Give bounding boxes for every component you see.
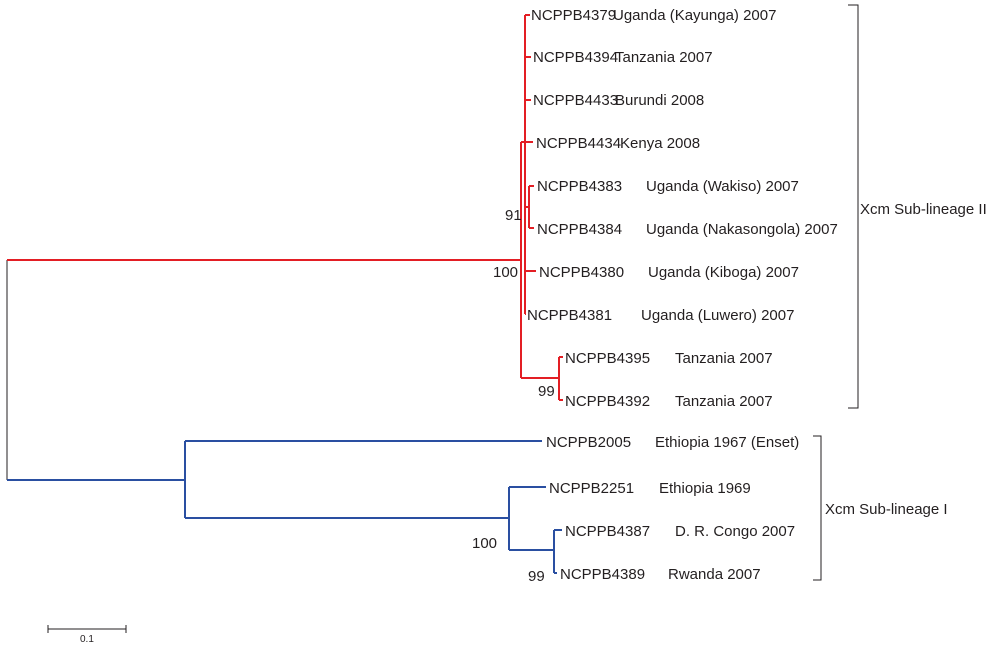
tip-label: NCPPB4379Uganda (Kayunga) 2007 — [531, 7, 776, 24]
clade-brackets: Xcm Sub-lineage II Xcm Sub-lineage I — [813, 4, 987, 581]
tip-label: NCPPB4394Tanzania 2007 — [533, 49, 713, 66]
clade-label-sublineage-i: Xcm Sub-lineage I — [825, 501, 948, 518]
bracket-sublineage-ii — [848, 4, 859, 409]
root-branches — [6, 259, 521, 481]
bracket-sublineage-i — [813, 435, 822, 581]
support-value: 100 — [472, 535, 497, 552]
tip-labels: NCPPB4379Uganda (Kayunga) 2007 NCPPB4394… — [527, 7, 838, 583]
support-value: 99 — [538, 383, 555, 400]
support-values: 91 100 99 100 99 — [472, 207, 555, 585]
clade-sublineage-i — [184, 440, 562, 574]
clade-sublineage-ii — [520, 14, 563, 401]
clade-label-sublineage-ii: Xcm Sub-lineage II — [860, 201, 987, 218]
tip-label: NCPPB4433Burundi 2008 — [533, 92, 704, 109]
scale-bar: 0.1 — [47, 625, 127, 645]
scale-bar-label: 0.1 — [80, 634, 94, 645]
tip-label: NCPPB4434Kenya 2008 — [536, 135, 700, 152]
support-value: 100 — [493, 264, 518, 281]
support-value: 91 — [505, 207, 522, 224]
support-value: 99 — [528, 568, 545, 585]
